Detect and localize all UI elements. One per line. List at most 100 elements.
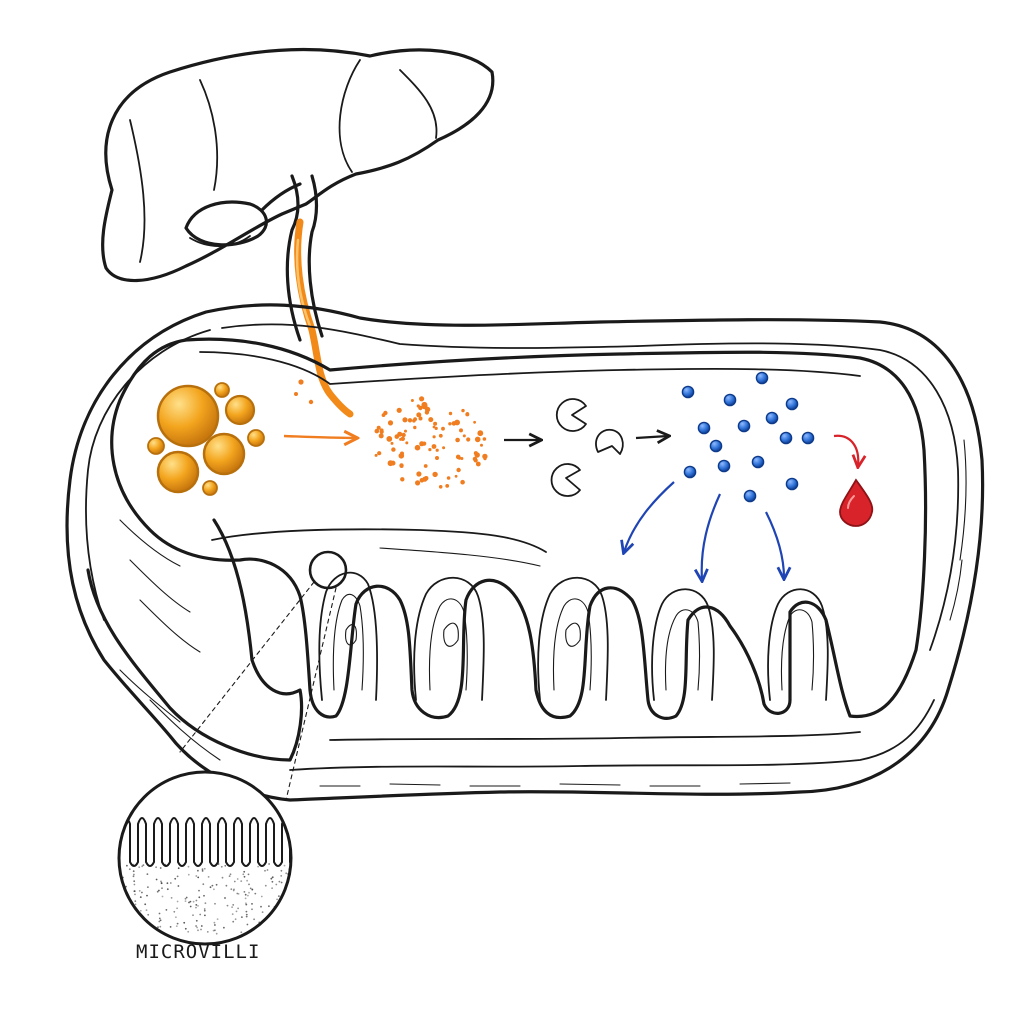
stipple-dot [237,893,240,895]
emulsified-droplet [386,436,393,442]
stipple-dot [129,924,132,927]
stipple-dot [240,931,243,934]
emulsified-droplet [462,434,466,438]
stipple-dot [278,880,281,883]
emulsified-droplet [410,399,414,402]
stipple-dot [177,867,180,870]
stipple-dot [155,866,158,869]
stipple-dot [189,900,192,903]
stipple-dot [203,867,206,870]
stipple-dot [176,922,179,925]
stipple-dot [209,886,212,889]
stipple-dot [141,865,144,868]
stipple-dot [271,876,274,879]
stipple-dot [287,907,290,910]
stipple-dot [170,897,173,899]
absorption-arrow [702,493,721,580]
microvilli-label: MICROVILLI [136,941,260,963]
stipple-dot [192,914,194,917]
stipple-dot [223,926,225,929]
stipple-dot [213,921,216,924]
fatty-acids [681,371,815,503]
microvilli-outline [119,817,291,867]
stipple-dot [120,927,123,929]
stipple-dot [221,876,224,879]
stipple-dot [142,864,145,866]
stipple-dot [248,883,250,886]
stipple-dot [276,926,279,929]
stipple-dot [281,901,284,904]
stipple-dot [187,930,190,933]
villus [537,576,609,701]
lipase-enzyme-icon [550,463,581,497]
emulsified-droplet [423,464,428,468]
fatty-acid [737,419,751,433]
stipple-dot [225,884,228,887]
stipple-dot [206,931,209,933]
emulsified-droplet [400,477,405,482]
stipple-dot [139,896,142,898]
emulsified-droplet [412,419,416,423]
stipple-dot [146,894,148,897]
emulsified-droplet [483,457,487,461]
emulsified-droplet [402,417,408,423]
stipple-dot [245,902,247,905]
stipple-dot [159,867,162,869]
emulsified-droplet [432,425,436,429]
emulsified-droplet [407,418,413,423]
stipple-dot [211,884,214,887]
fatty-acid [785,397,799,411]
emulsification-arrow [283,436,356,438]
fatty-acid [723,393,737,407]
stipple-dot [272,917,275,919]
stipple-dot [137,926,140,929]
stipple-dot [138,917,141,919]
stipple-dot [253,918,256,921]
emulsified-droplet [435,456,439,460]
stipple-dot [207,876,210,878]
stipple-dot [160,882,163,885]
fatty-acid [697,421,711,435]
stipple-dot [254,892,257,895]
emulsified-droplet [473,458,478,463]
stipple-dot [144,903,147,906]
stipple-dot [157,926,159,928]
bloodstream-arrow [833,434,858,466]
stipple-dot [158,917,161,920]
emulsified-droplet [399,437,403,441]
stipple-dot [156,890,159,893]
stipple-dot [258,921,261,924]
absorption-arrow [624,481,675,552]
villus [651,588,715,701]
fatty-acid [681,385,695,399]
stipple-dot [251,903,253,905]
stipple-dot [165,909,168,911]
stipple-dot [189,905,192,908]
villi [299,571,861,741]
emulsified-droplet [396,407,402,413]
lipase-enzyme-icon [595,428,624,455]
stipple-dot [249,887,252,890]
stipple-dot [122,876,124,879]
stipple-dot [141,891,143,894]
emulsified-droplet [421,403,428,409]
stipple-dot [155,878,158,881]
stipple-dot [260,895,263,898]
stipple-dot [275,883,278,886]
fat-globule [147,437,165,455]
stipple-dot [196,926,199,929]
emulsified-droplet [391,447,396,452]
fat-globule [202,432,246,476]
stipple-dot [275,911,278,914]
stipple-dot [184,897,187,900]
stipple-dot [243,875,246,878]
emulsified-droplet [401,432,406,438]
stipple-dot [245,913,248,916]
emulsified-droplet [474,436,481,443]
stipple-dot [126,864,128,867]
stipple-dot [232,920,235,923]
lipase-enzyme-icon [555,398,587,432]
stipple-dot [276,898,278,901]
fat-globules [147,382,265,496]
stipple-dot [244,897,247,900]
